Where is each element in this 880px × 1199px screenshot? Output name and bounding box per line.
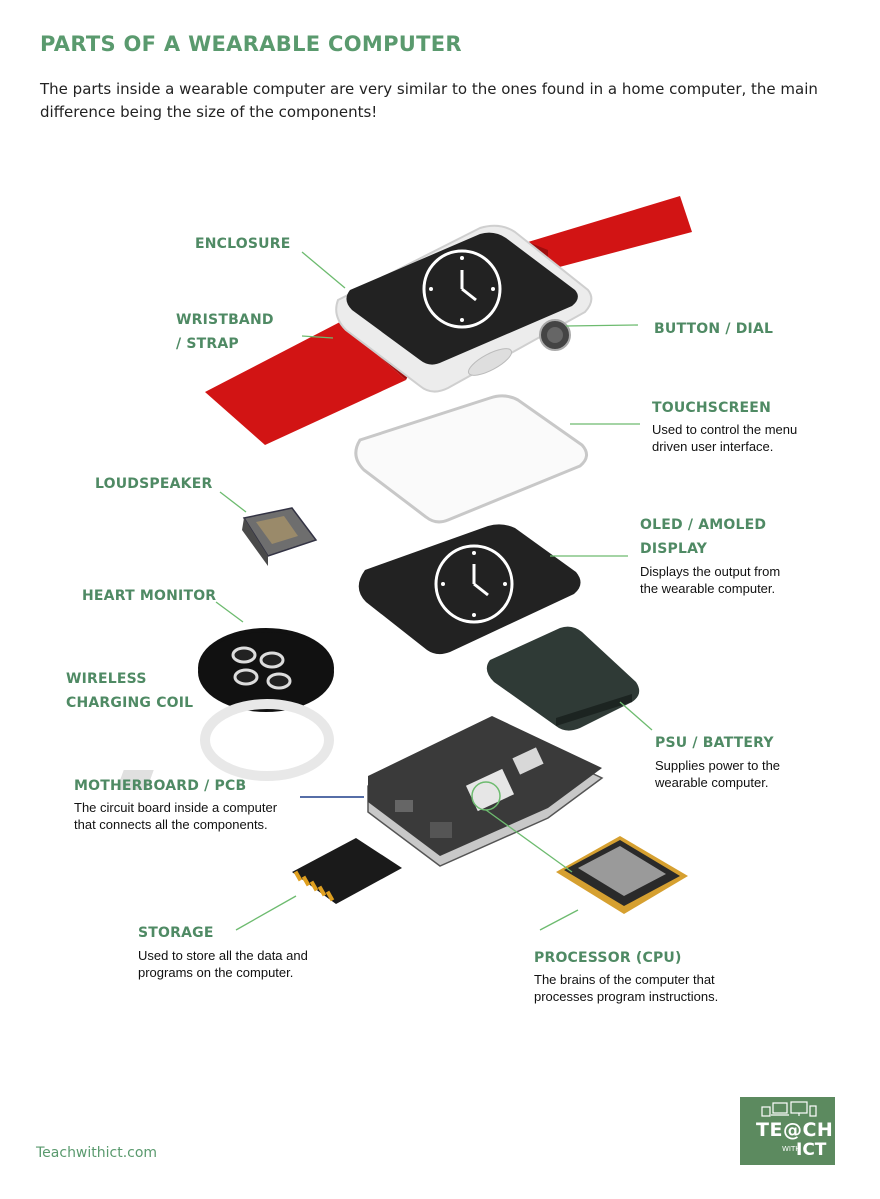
psu-desc-line1: Supplies power to the <box>655 758 781 773</box>
enclosure-illustration <box>335 224 593 393</box>
heart-monitor-illustration <box>198 628 334 712</box>
display-illustration <box>358 524 581 655</box>
motherboard-desc-line1: The circuit board inside a computer <box>74 800 278 815</box>
label-storage: STORAGE <box>138 925 214 941</box>
page-title: PARTS OF A WEARABLE COMPUTER <box>40 32 462 56</box>
logo-ict: ICT <box>796 1140 827 1160</box>
label-wristband-line1: WRISTBAND <box>176 312 274 328</box>
motherboard-illustration <box>116 716 604 867</box>
footer-link[interactable]: Teachwithict.com <box>36 1145 158 1161</box>
label-heart-monitor: HEART MONITOR <box>82 588 217 604</box>
label-loudspeaker: LOUDSPEAKER <box>95 476 213 492</box>
storage-desc-line1: Used to store all the data and <box>138 948 308 963</box>
label-psu-battery: PSU / BATTERY <box>655 735 774 751</box>
label-wristband-line2: / STRAP <box>176 336 239 352</box>
cpu-desc-line2: processes program instructions. <box>534 989 719 1004</box>
storage-card-illustration <box>292 838 402 904</box>
label-motherboard: MOTHERBOARD / PCB <box>74 778 247 794</box>
motherboard-desc-line2: that connects all the components. <box>74 817 268 832</box>
label-wireless-line2: CHARGING COIL <box>66 695 194 711</box>
label-enclosure: ENCLOSURE <box>195 236 291 252</box>
label-oled-line2: DISPLAY <box>640 541 708 557</box>
oled-desc-line2: the wearable computer. <box>640 581 776 596</box>
devices-icon <box>761 1101 817 1117</box>
logo-with: WITH <box>782 1145 801 1153</box>
battery-illustration <box>486 626 640 731</box>
storage-desc-line2: programs on the computer. <box>138 965 294 980</box>
oled-desc-line1: Displays the output from <box>640 564 781 579</box>
psu-desc-line2: wearable computer. <box>655 775 769 790</box>
label-button-dial: BUTTON / DIAL <box>654 321 774 337</box>
cpu-illustration <box>556 836 688 914</box>
teach-with-ict-logo: TE@CH WITH ICT <box>740 1097 835 1165</box>
leader-lines <box>215 251 653 931</box>
label-processor: PROCESSOR (CPU) <box>534 950 682 966</box>
loudspeaker-illustration <box>242 507 318 566</box>
cpu-desc-line1: The brains of the computer that <box>534 972 715 987</box>
label-oled-line1: OLED / AMOLED <box>640 517 767 533</box>
touchscreen-desc-line1: Used to control the menu <box>652 422 798 437</box>
label-wireless-line1: WIRELESS <box>66 671 147 687</box>
touchscreen-desc-line2: driven user interface. <box>652 439 774 454</box>
charging-coil-illustration <box>200 699 334 781</box>
label-touchscreen: TOUCHSCREEN <box>652 400 771 416</box>
logo-line1: TE@CH <box>756 1119 834 1141</box>
intro-text: The parts inside a wearable computer are… <box>40 80 818 121</box>
touchscreen-illustration <box>354 394 588 524</box>
